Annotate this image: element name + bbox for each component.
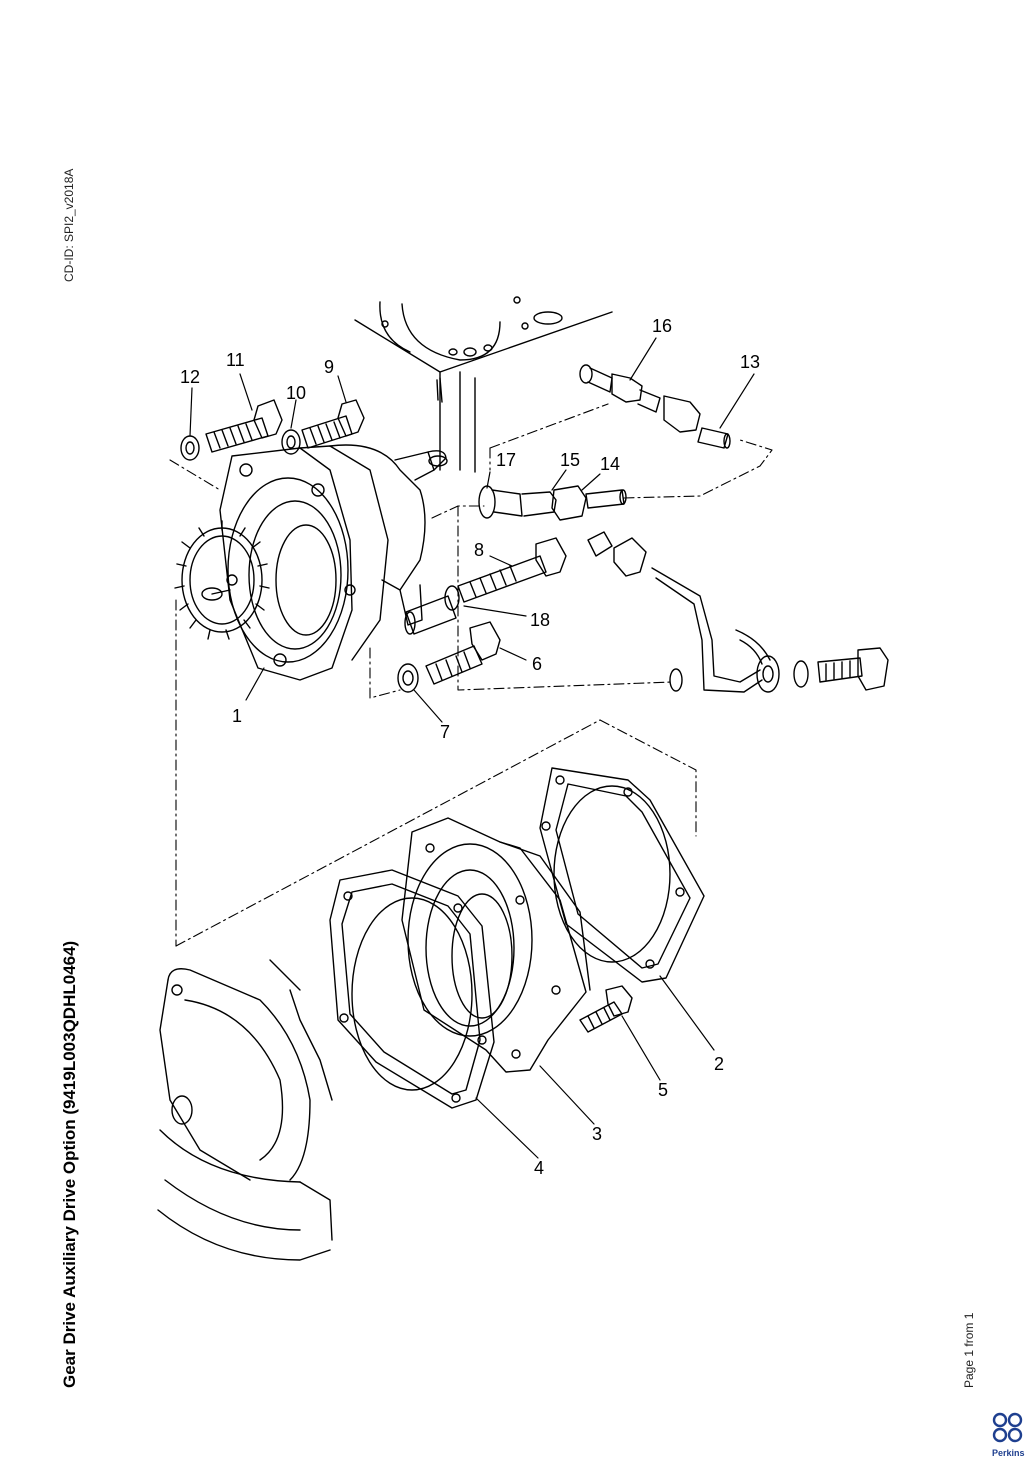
- perkins-logo-text: Perkins: [992, 1448, 1025, 1458]
- washer-10: [281, 429, 301, 455]
- connector-15: [521, 491, 557, 517]
- callout-10: 10: [286, 383, 306, 403]
- callout-15: 15: [560, 450, 580, 470]
- callout-11: 11: [226, 350, 245, 370]
- bolt-8: [457, 537, 567, 603]
- callout-labels: 1 2 3 4 5 6 7 8 9 10 11 12 13 14 15 16 1…: [180, 316, 760, 1178]
- callout-6: 6: [532, 654, 542, 674]
- callout-7: 7: [440, 722, 450, 742]
- callout-4: 4: [534, 1158, 544, 1178]
- callout-2: 2: [714, 1054, 724, 1074]
- oil-pipe-assembly: [587, 531, 889, 693]
- union-fitting-16: [579, 364, 701, 433]
- gasket-4: [329, 869, 495, 1109]
- gasket-2: [539, 767, 705, 983]
- leader-lines: [189, 337, 755, 1159]
- callout-3: 3: [592, 1124, 602, 1144]
- sleeve-13: [697, 427, 731, 449]
- bolt-11: [205, 399, 283, 453]
- bolt-5: [579, 985, 633, 1033]
- callout-12: 12: [180, 367, 200, 387]
- drive-housing: [219, 444, 448, 681]
- callout-1: 1: [232, 706, 242, 726]
- callout-17: 17: [496, 450, 516, 470]
- callout-5: 5: [658, 1080, 668, 1100]
- callout-9: 9: [324, 357, 334, 377]
- nut-14: [551, 485, 627, 521]
- callout-16: 16: [652, 316, 672, 336]
- front-housing-fragment: [157, 959, 333, 1261]
- connector-17: [478, 485, 523, 519]
- assembly-lines: [169, 403, 773, 947]
- perkins-logo: Perkins: [992, 1412, 1025, 1458]
- drive-gear: [174, 520, 270, 640]
- callout-18: 18: [530, 610, 550, 630]
- seal-18: [404, 585, 460, 635]
- bolt-6: [425, 621, 501, 685]
- engine-block-fragment: [354, 296, 613, 473]
- washer-12: [180, 435, 200, 461]
- callout-14: 14: [600, 454, 620, 474]
- bolt-9: [301, 399, 365, 449]
- adapter-plate-3: [401, 817, 591, 1073]
- callout-8: 8: [474, 540, 484, 560]
- callout-13: 13: [740, 352, 760, 372]
- washer-7: [397, 663, 419, 693]
